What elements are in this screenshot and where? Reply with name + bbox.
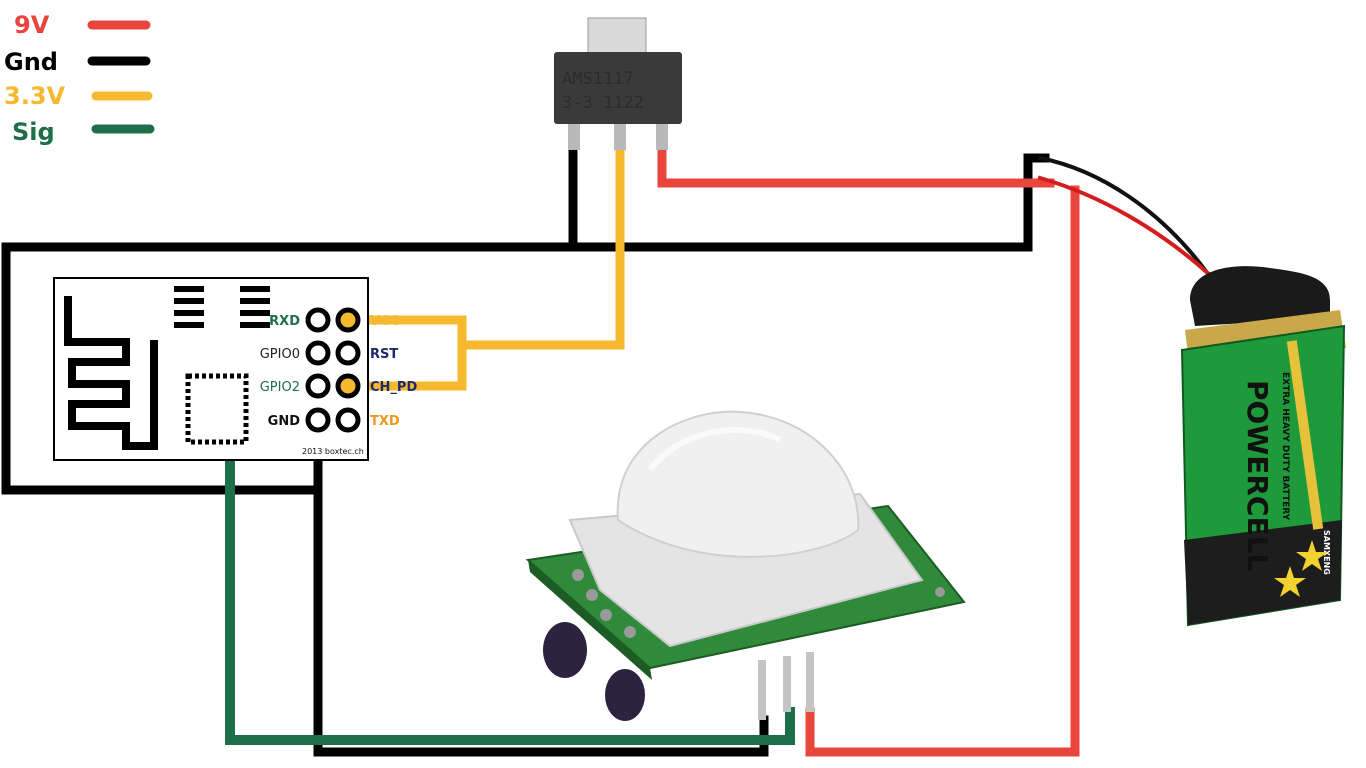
battery: POWERCELL EXTRA HEAVY DUTY BATTERY SAMXE… (1180, 266, 1346, 627)
pin-txd (335, 407, 361, 433)
wire-9v-regulator (657, 143, 1055, 188)
pin-gpio2 (305, 373, 331, 399)
pin-ch-pd (335, 373, 361, 399)
pin-label-gpio0: GPIO0 (260, 347, 300, 362)
battery-brand: POWERCELL (1241, 380, 1274, 571)
pin-rxd (305, 307, 331, 333)
pin-label-vcc: VCC (370, 314, 399, 329)
wire-gnd-main (1, 145, 578, 495)
regulator-tab (587, 17, 647, 59)
esp-chip-outline (185, 373, 249, 445)
legend-label-sig: Sig (12, 118, 55, 146)
wire-3v3-esp (343, 315, 467, 391)
esp-chip-pads-top (174, 286, 270, 328)
esp-antenna-trace (64, 296, 158, 450)
legend: 9V Gnd 3.3V Sig (4, 11, 155, 146)
battery-lead-red (1037, 175, 1213, 278)
legend-label-9v: 9V (14, 11, 50, 39)
pir-capacitor-2 (605, 669, 645, 721)
wire-9v-pir (805, 185, 1080, 757)
pir-sensor (525, 410, 966, 721)
pir-pcb-edge (528, 560, 652, 680)
regulator-label-1: AMS1117 (562, 69, 634, 89)
pin-label-rst: RST (370, 347, 398, 362)
regulator-pin-out (614, 124, 626, 150)
pin-label-txd: TXD (370, 414, 400, 429)
voltage-regulator: AMS1117 3-3 1122 (554, 17, 682, 150)
battery-snap (1190, 266, 1330, 326)
pin-rst (335, 340, 361, 366)
wire-3v3-regulator (457, 145, 625, 350)
pin-vcc (335, 307, 361, 333)
wire-gnd-battery (568, 153, 1050, 252)
pir-dome-highlight (647, 427, 782, 472)
esp-module: RXD GPIO0 GPIO2 GND VCC RST CH_PD TXD 20… (53, 277, 417, 461)
regulator-label-2: 3-3 1122 (562, 93, 644, 113)
legend-label-3v3: 3.3V (4, 82, 66, 110)
pir-pin-vcc (806, 652, 814, 712)
pir-dome (616, 410, 860, 558)
regulator-pin-gnd (568, 124, 580, 150)
pir-capacitor-1 (543, 622, 587, 678)
legend-label-gnd: Gnd (4, 48, 58, 76)
pin-gnd (305, 407, 331, 433)
pin-label-gpio2: GPIO2 (260, 380, 300, 395)
pin-gpio0 (305, 340, 331, 366)
battery-lead-black (1037, 155, 1208, 273)
regulator-pin-in (656, 124, 668, 150)
pin-label-rxd: RXD (269, 314, 300, 329)
pir-pin-gnd (758, 660, 766, 720)
battery-tagline: EXTRA HEAVY DUTY BATTERY (1280, 372, 1290, 521)
pir-pin-out (783, 656, 791, 712)
pin-label-gnd: GND (268, 414, 301, 429)
battery-stars (1274, 540, 1328, 597)
esp-header (305, 307, 361, 433)
esp-credit: 2013 boxtec.ch (302, 447, 364, 456)
pir-pcb-holes (572, 569, 945, 638)
pin-label-ch-pd: CH_PD (370, 380, 417, 395)
esp-board-outline (53, 277, 369, 461)
battery-base (1184, 520, 1342, 625)
regulator-body (554, 52, 682, 124)
battery-stripe (1286, 340, 1324, 530)
